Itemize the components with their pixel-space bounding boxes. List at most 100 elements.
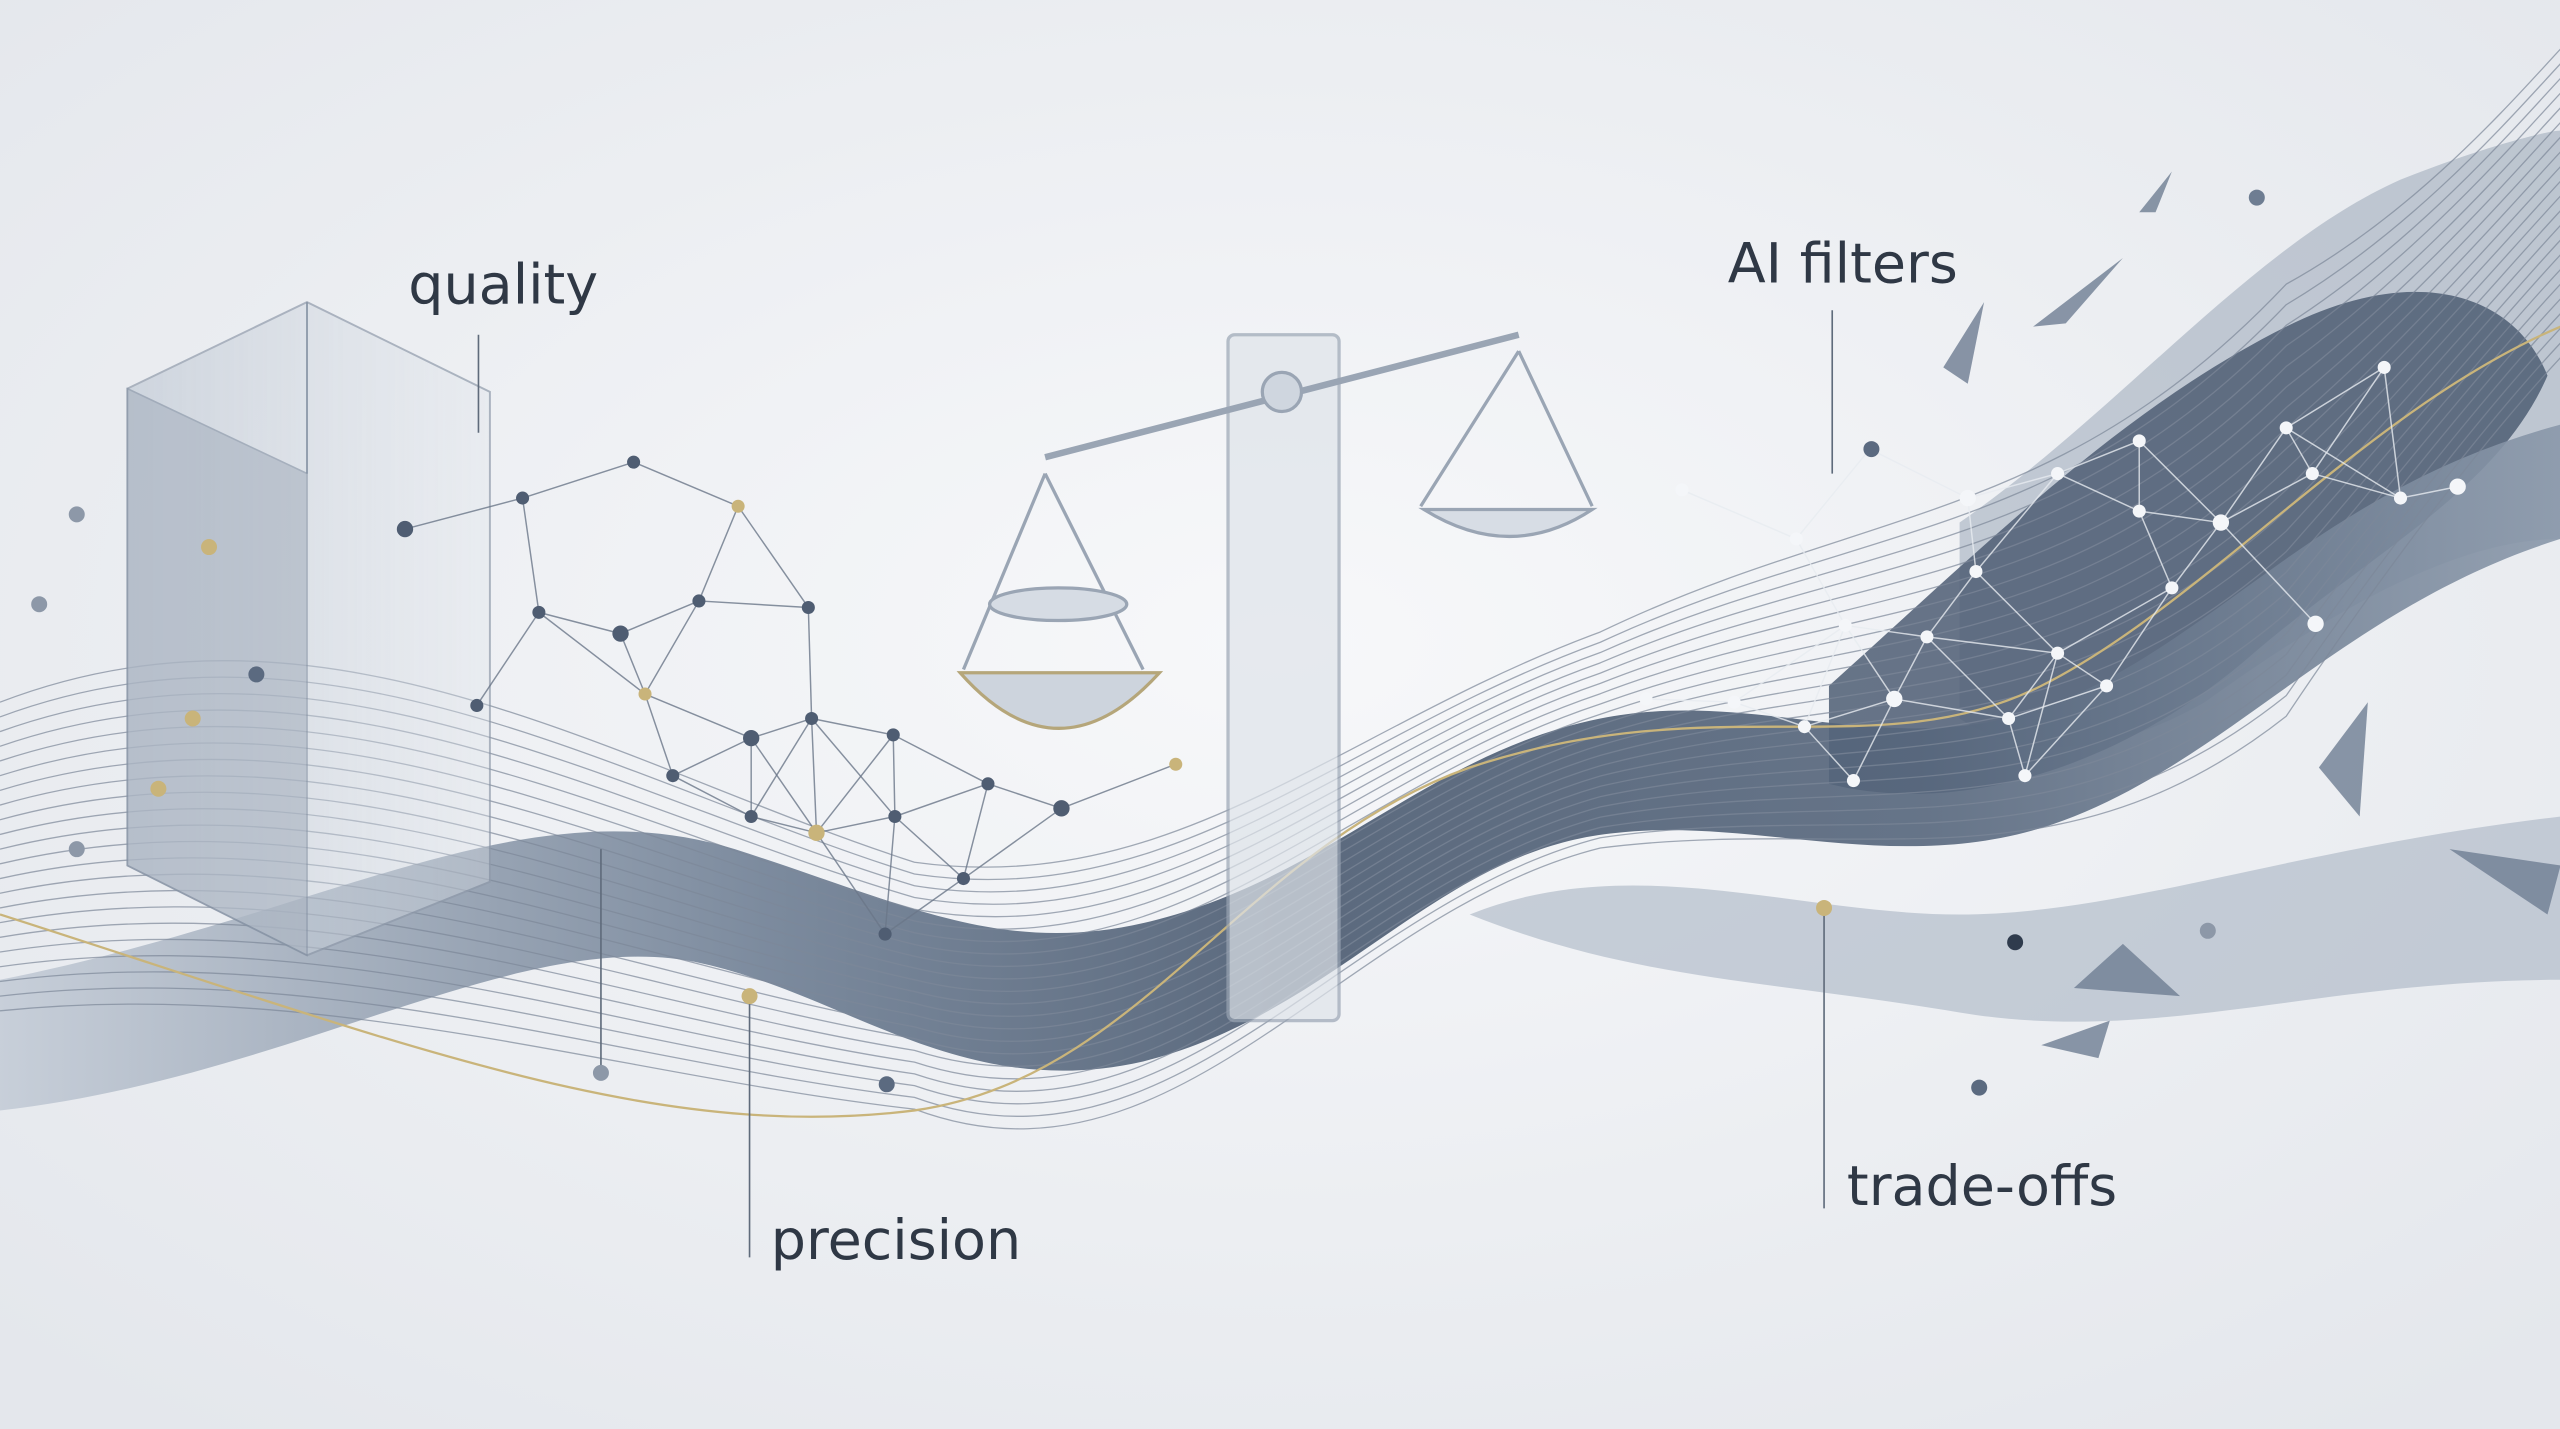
scatter-dot bbox=[2248, 189, 2265, 206]
flow-line bbox=[0, 151, 2560, 955]
network-edge bbox=[810, 718, 818, 833]
network-edge bbox=[962, 783, 989, 879]
network-edge bbox=[672, 737, 752, 777]
flow-line bbox=[0, 283, 2560, 1067]
network-edge bbox=[894, 783, 989, 818]
network-edge bbox=[521, 497, 540, 613]
network-node bbox=[1639, 692, 1653, 706]
scatter-dot bbox=[1816, 899, 1833, 916]
network-edge bbox=[2400, 485, 2458, 499]
network-edge bbox=[2220, 472, 2313, 524]
network-edge bbox=[2007, 718, 2026, 776]
flow-line bbox=[0, 195, 2560, 992]
network-edge bbox=[2024, 653, 2059, 776]
network-edge bbox=[2220, 427, 2287, 523]
network-edge bbox=[698, 505, 739, 602]
network-edge bbox=[750, 717, 812, 739]
flow-line bbox=[0, 224, 2560, 1017]
network-edge bbox=[816, 815, 896, 834]
network-node bbox=[396, 520, 414, 538]
scatter-dot bbox=[68, 841, 85, 858]
network-node bbox=[1789, 532, 1803, 546]
network-edge bbox=[737, 505, 809, 608]
network-edge bbox=[1795, 538, 1846, 626]
network-node bbox=[1838, 618, 1852, 632]
network-edge bbox=[1869, 448, 1969, 499]
network-node bbox=[2132, 504, 2146, 518]
network-edge bbox=[2057, 587, 2173, 654]
network-edge bbox=[884, 877, 964, 935]
network-node bbox=[1169, 757, 1183, 771]
network-node bbox=[2212, 514, 2230, 531]
flow-line bbox=[0, 122, 2560, 930]
scatter-dot bbox=[68, 506, 85, 523]
flow-line bbox=[0, 298, 2560, 1080]
wave-band-lower bbox=[1469, 816, 2560, 1022]
network-edge bbox=[1893, 636, 1928, 700]
network-edge bbox=[987, 783, 1062, 810]
network-edge bbox=[1804, 698, 1895, 728]
flow-line bbox=[0, 239, 2560, 1030]
network-edge bbox=[2311, 367, 2385, 474]
flow-line bbox=[0, 327, 2560, 1105]
flow-line bbox=[0, 78, 2560, 893]
network-edge bbox=[2008, 652, 2059, 719]
network-node bbox=[2449, 478, 2466, 495]
network-node bbox=[638, 687, 652, 701]
network-node bbox=[2100, 679, 2114, 693]
network-edge bbox=[2057, 440, 2140, 475]
network-edge bbox=[894, 815, 964, 880]
scatter-dot bbox=[1971, 1079, 1988, 1096]
network-node bbox=[2307, 615, 2324, 632]
network-edge bbox=[2057, 652, 2107, 687]
network-node bbox=[2051, 646, 2065, 660]
wave-band bbox=[0, 424, 2560, 1111]
network-edge bbox=[644, 693, 752, 739]
network-edge bbox=[644, 600, 700, 695]
network-node bbox=[731, 499, 745, 513]
flow-line bbox=[0, 269, 2560, 1055]
network-node bbox=[888, 809, 902, 824]
glass-cube bbox=[126, 301, 491, 957]
flow-line bbox=[0, 92, 2560, 905]
network-edge bbox=[1803, 726, 1854, 782]
scatter-dot bbox=[31, 596, 48, 613]
balance-scale-icon bbox=[956, 331, 1598, 1023]
network-node bbox=[1969, 565, 1983, 579]
network-node bbox=[1959, 489, 1976, 507]
network-edge bbox=[1926, 636, 2010, 720]
scatter-dot bbox=[1863, 441, 1880, 458]
network-edge bbox=[538, 611, 621, 635]
network-node bbox=[2305, 467, 2319, 481]
network-graph bbox=[396, 360, 2466, 941]
network-node bbox=[801, 600, 815, 615]
network-edge bbox=[2285, 427, 2313, 474]
network-node bbox=[878, 927, 892, 941]
network-edge bbox=[2285, 366, 2385, 429]
network-edge bbox=[2312, 472, 2401, 499]
flow-line bbox=[0, 166, 2560, 967]
network-edge bbox=[1734, 701, 1805, 728]
network-edge bbox=[1733, 624, 1846, 703]
flow-line bbox=[0, 180, 2560, 980]
scatter-dot bbox=[2199, 922, 2216, 939]
network-edge bbox=[2139, 510, 2221, 524]
flow-line bbox=[0, 136, 2560, 943]
network-node bbox=[627, 455, 641, 469]
network-edge bbox=[1894, 698, 2009, 720]
scatter-dot bbox=[150, 780, 167, 797]
network-node bbox=[2002, 711, 2016, 726]
label-quality: quality bbox=[408, 253, 598, 318]
network-edge bbox=[538, 611, 646, 695]
flow-line bbox=[0, 254, 2560, 1042]
flow-line bbox=[0, 107, 2560, 918]
network-edge bbox=[1926, 571, 1977, 638]
network-node bbox=[956, 872, 971, 886]
scatter-dot bbox=[741, 988, 758, 1005]
network-edge bbox=[1967, 472, 2058, 499]
swirl-right-dark bbox=[1828, 291, 2548, 794]
network-node bbox=[532, 605, 546, 619]
network-edge bbox=[2383, 367, 2402, 499]
network-edge bbox=[1845, 624, 1928, 638]
